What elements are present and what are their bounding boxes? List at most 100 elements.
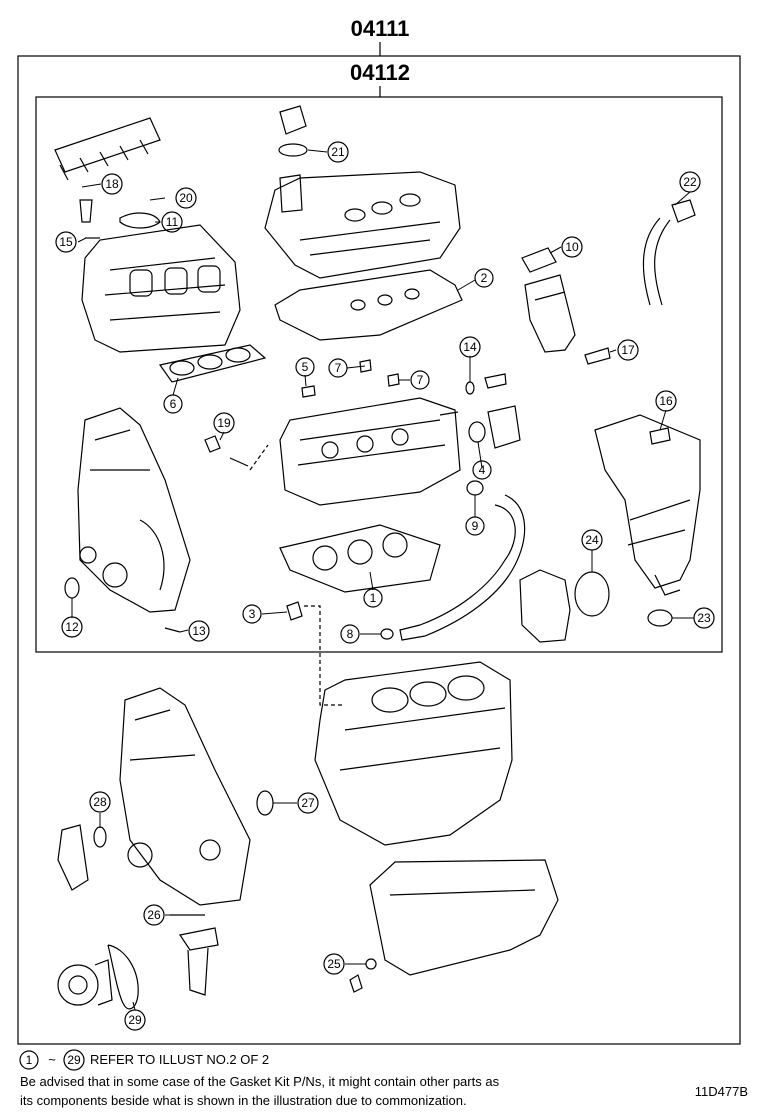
intake-gasket-drawing xyxy=(158,344,267,383)
callout-22: 22 xyxy=(679,171,701,193)
note-line-1: Be advised that in some case of the Gask… xyxy=(20,1074,500,1089)
oring-24-drawing xyxy=(574,571,610,617)
svg-text:13: 13 xyxy=(192,624,206,638)
illustration-code: 11D477B xyxy=(694,1084,748,1099)
svg-text:27: 27 xyxy=(301,796,315,810)
svg-text:29: 29 xyxy=(128,1013,142,1027)
svg-text:28: 28 xyxy=(93,795,107,809)
callout-7b: 7 xyxy=(410,370,430,390)
water-outlet-drawing xyxy=(468,405,521,449)
callout-18: 18 xyxy=(101,173,123,195)
footer-range: 1 ~ 29 xyxy=(19,1049,85,1071)
callout-7a: 7 xyxy=(328,358,348,378)
refer-text: REFER TO ILLUST NO.2 OF 2 xyxy=(90,1052,270,1067)
kit-inner-frame xyxy=(35,96,723,653)
callout-13: 13 xyxy=(188,620,210,642)
gasket-16-drawing xyxy=(649,427,671,445)
note-line-2: its components beside what is shown in t… xyxy=(20,1093,467,1108)
callout-5: 5 xyxy=(295,357,315,377)
callout-19: 19 xyxy=(213,412,235,434)
kit-outer-label: 04111 xyxy=(351,16,410,41)
seal-7a-drawing xyxy=(359,359,372,373)
svg-text:3: 3 xyxy=(249,607,256,621)
callout-14: 14 xyxy=(459,336,481,358)
gasket-9-drawing xyxy=(466,480,484,496)
callout-16: 16 xyxy=(655,390,677,412)
svg-text:17: 17 xyxy=(621,343,635,357)
oil-filler-cap-drawing xyxy=(278,105,308,157)
seal-7b-drawing xyxy=(387,373,400,387)
callout-20: 20 xyxy=(175,187,197,209)
callout-15: 15 xyxy=(55,231,77,253)
range-start: 1 xyxy=(26,1053,33,1067)
seal-23-drawing xyxy=(647,609,673,627)
svg-text:24: 24 xyxy=(585,533,599,547)
callouts: 1 2 3 4 5 6 7 7 8 9 10 11 12 13 14 15 16… xyxy=(55,141,715,1031)
callout-10: 10 xyxy=(561,236,583,258)
svg-text:15: 15 xyxy=(59,235,73,249)
cylinder-head-drawing xyxy=(279,397,461,506)
svg-text:10: 10 xyxy=(565,240,579,254)
water-bypass-28-drawing xyxy=(57,824,107,891)
callout-2: 2 xyxy=(474,268,494,288)
svg-text:26: 26 xyxy=(147,908,161,922)
svg-text:5: 5 xyxy=(302,360,309,374)
rear-oil-seal-retainer-drawing xyxy=(519,569,571,643)
callout-3: 3 xyxy=(242,604,262,624)
svg-text:2: 2 xyxy=(481,271,488,285)
callout-8: 8 xyxy=(340,624,360,644)
range-end-circle xyxy=(63,1049,85,1071)
catalytic-converter-drawing xyxy=(524,274,576,353)
svg-text:19: 19 xyxy=(217,416,231,430)
svg-text:23: 23 xyxy=(697,611,711,625)
range-separator: ~ xyxy=(48,1052,56,1067)
callout-4: 4 xyxy=(472,460,492,480)
svg-text:7: 7 xyxy=(335,361,342,375)
range-start-circle xyxy=(19,1050,39,1070)
pump-gasket-29-drawing xyxy=(107,944,139,1010)
seal-27-drawing xyxy=(256,790,274,816)
callout-27: 27 xyxy=(297,792,319,814)
svg-text:16: 16 xyxy=(659,394,673,408)
callout-11: 11 xyxy=(161,211,183,233)
exhaust-manifold-drawing xyxy=(594,414,701,596)
svg-text:7: 7 xyxy=(417,373,424,387)
kit-inner-label: 04112 xyxy=(350,60,410,85)
washer-14-drawing xyxy=(465,381,475,395)
cylinder-block-drawing xyxy=(314,661,513,846)
svg-text:12: 12 xyxy=(65,620,79,634)
dashed-leader-3 xyxy=(304,605,345,706)
kit-outer-frame xyxy=(17,55,741,1045)
cylinder-head-cover-drawing xyxy=(264,171,461,279)
svg-text:21: 21 xyxy=(331,145,345,159)
callout-24: 24 xyxy=(581,529,603,551)
svg-text:9: 9 xyxy=(472,519,479,533)
callout-25: 25 xyxy=(323,953,345,975)
svg-text:6: 6 xyxy=(170,397,177,411)
intake-manifold-drawing xyxy=(54,117,241,353)
callout-21: 21 xyxy=(327,141,349,163)
callout-17: 17 xyxy=(617,339,639,361)
oring-8-drawing xyxy=(380,628,394,640)
timing-cover-upper-drawing xyxy=(77,407,191,613)
timing-cover-lower-drawing xyxy=(119,687,251,906)
svg-text:4: 4 xyxy=(479,463,486,477)
sensor-14-drawing xyxy=(484,373,507,389)
head-gasket-drawing xyxy=(279,524,441,593)
head-cover-gasket-drawing xyxy=(274,269,463,341)
callout-12: 12 xyxy=(61,616,83,638)
dashed-leader-19 xyxy=(249,444,269,471)
oil-dipstick-guide-drawing xyxy=(642,199,696,306)
callout-23: 23 xyxy=(693,607,715,629)
exhaust-gasket-10-drawing xyxy=(521,247,557,273)
callout-28: 28 xyxy=(89,791,111,813)
callout-29: 29 xyxy=(124,1009,146,1031)
water-pump-drawing xyxy=(57,959,113,1006)
water-inlet-pipe-drawing xyxy=(399,494,526,641)
svg-text:11: 11 xyxy=(166,215,179,229)
front-seal-12-drawing xyxy=(64,577,80,599)
callout-26: 26 xyxy=(143,904,165,926)
gasket-17-drawing xyxy=(584,347,611,365)
svg-text:8: 8 xyxy=(347,627,354,641)
